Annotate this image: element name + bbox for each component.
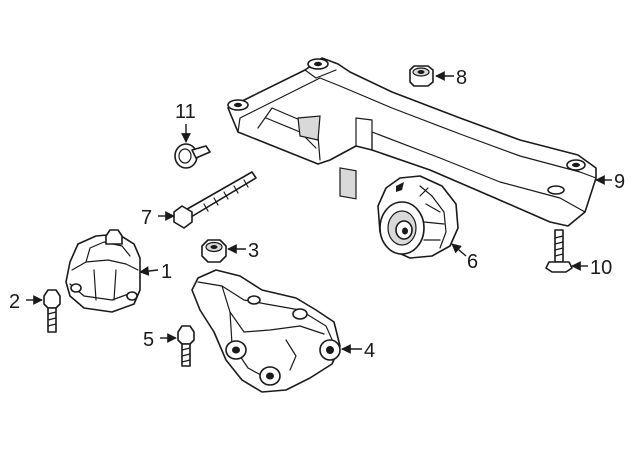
bolt-part-10 bbox=[545, 229, 573, 273]
callout-leaders bbox=[26, 71, 612, 354]
leader-1 bbox=[139, 266, 159, 276]
callout-9: 9 bbox=[614, 171, 625, 193]
rubber-mount-part-6 bbox=[377, 175, 459, 259]
nut-part-3 bbox=[201, 239, 227, 263]
callout-3: 3 bbox=[248, 240, 259, 262]
leader-6 bbox=[451, 243, 467, 257]
long-bolt-part-7 bbox=[173, 171, 257, 229]
callout-11: 11 bbox=[175, 101, 196, 123]
engine-mount-part-1 bbox=[65, 229, 141, 313]
bracket-part-4 bbox=[191, 269, 341, 393]
callout-4: 4 bbox=[364, 340, 375, 362]
callout-7: 7 bbox=[141, 207, 152, 229]
callout-1: 1 bbox=[161, 261, 172, 283]
bolt-part-2 bbox=[43, 289, 61, 333]
bolt-part-5 bbox=[177, 325, 195, 367]
bushing-part-8 bbox=[409, 65, 434, 87]
callout-labels: 1 2 3 4 5 6 7 8 9 10 11 bbox=[9, 67, 625, 362]
callout-10: 10 bbox=[590, 257, 612, 279]
callout-5: 5 bbox=[143, 329, 154, 351]
bump-stop-part-11 bbox=[174, 143, 211, 169]
crossmember-part-9 bbox=[227, 57, 597, 227]
callout-8: 8 bbox=[456, 67, 467, 89]
callout-2: 2 bbox=[9, 291, 20, 313]
callout-6: 6 bbox=[467, 251, 478, 273]
